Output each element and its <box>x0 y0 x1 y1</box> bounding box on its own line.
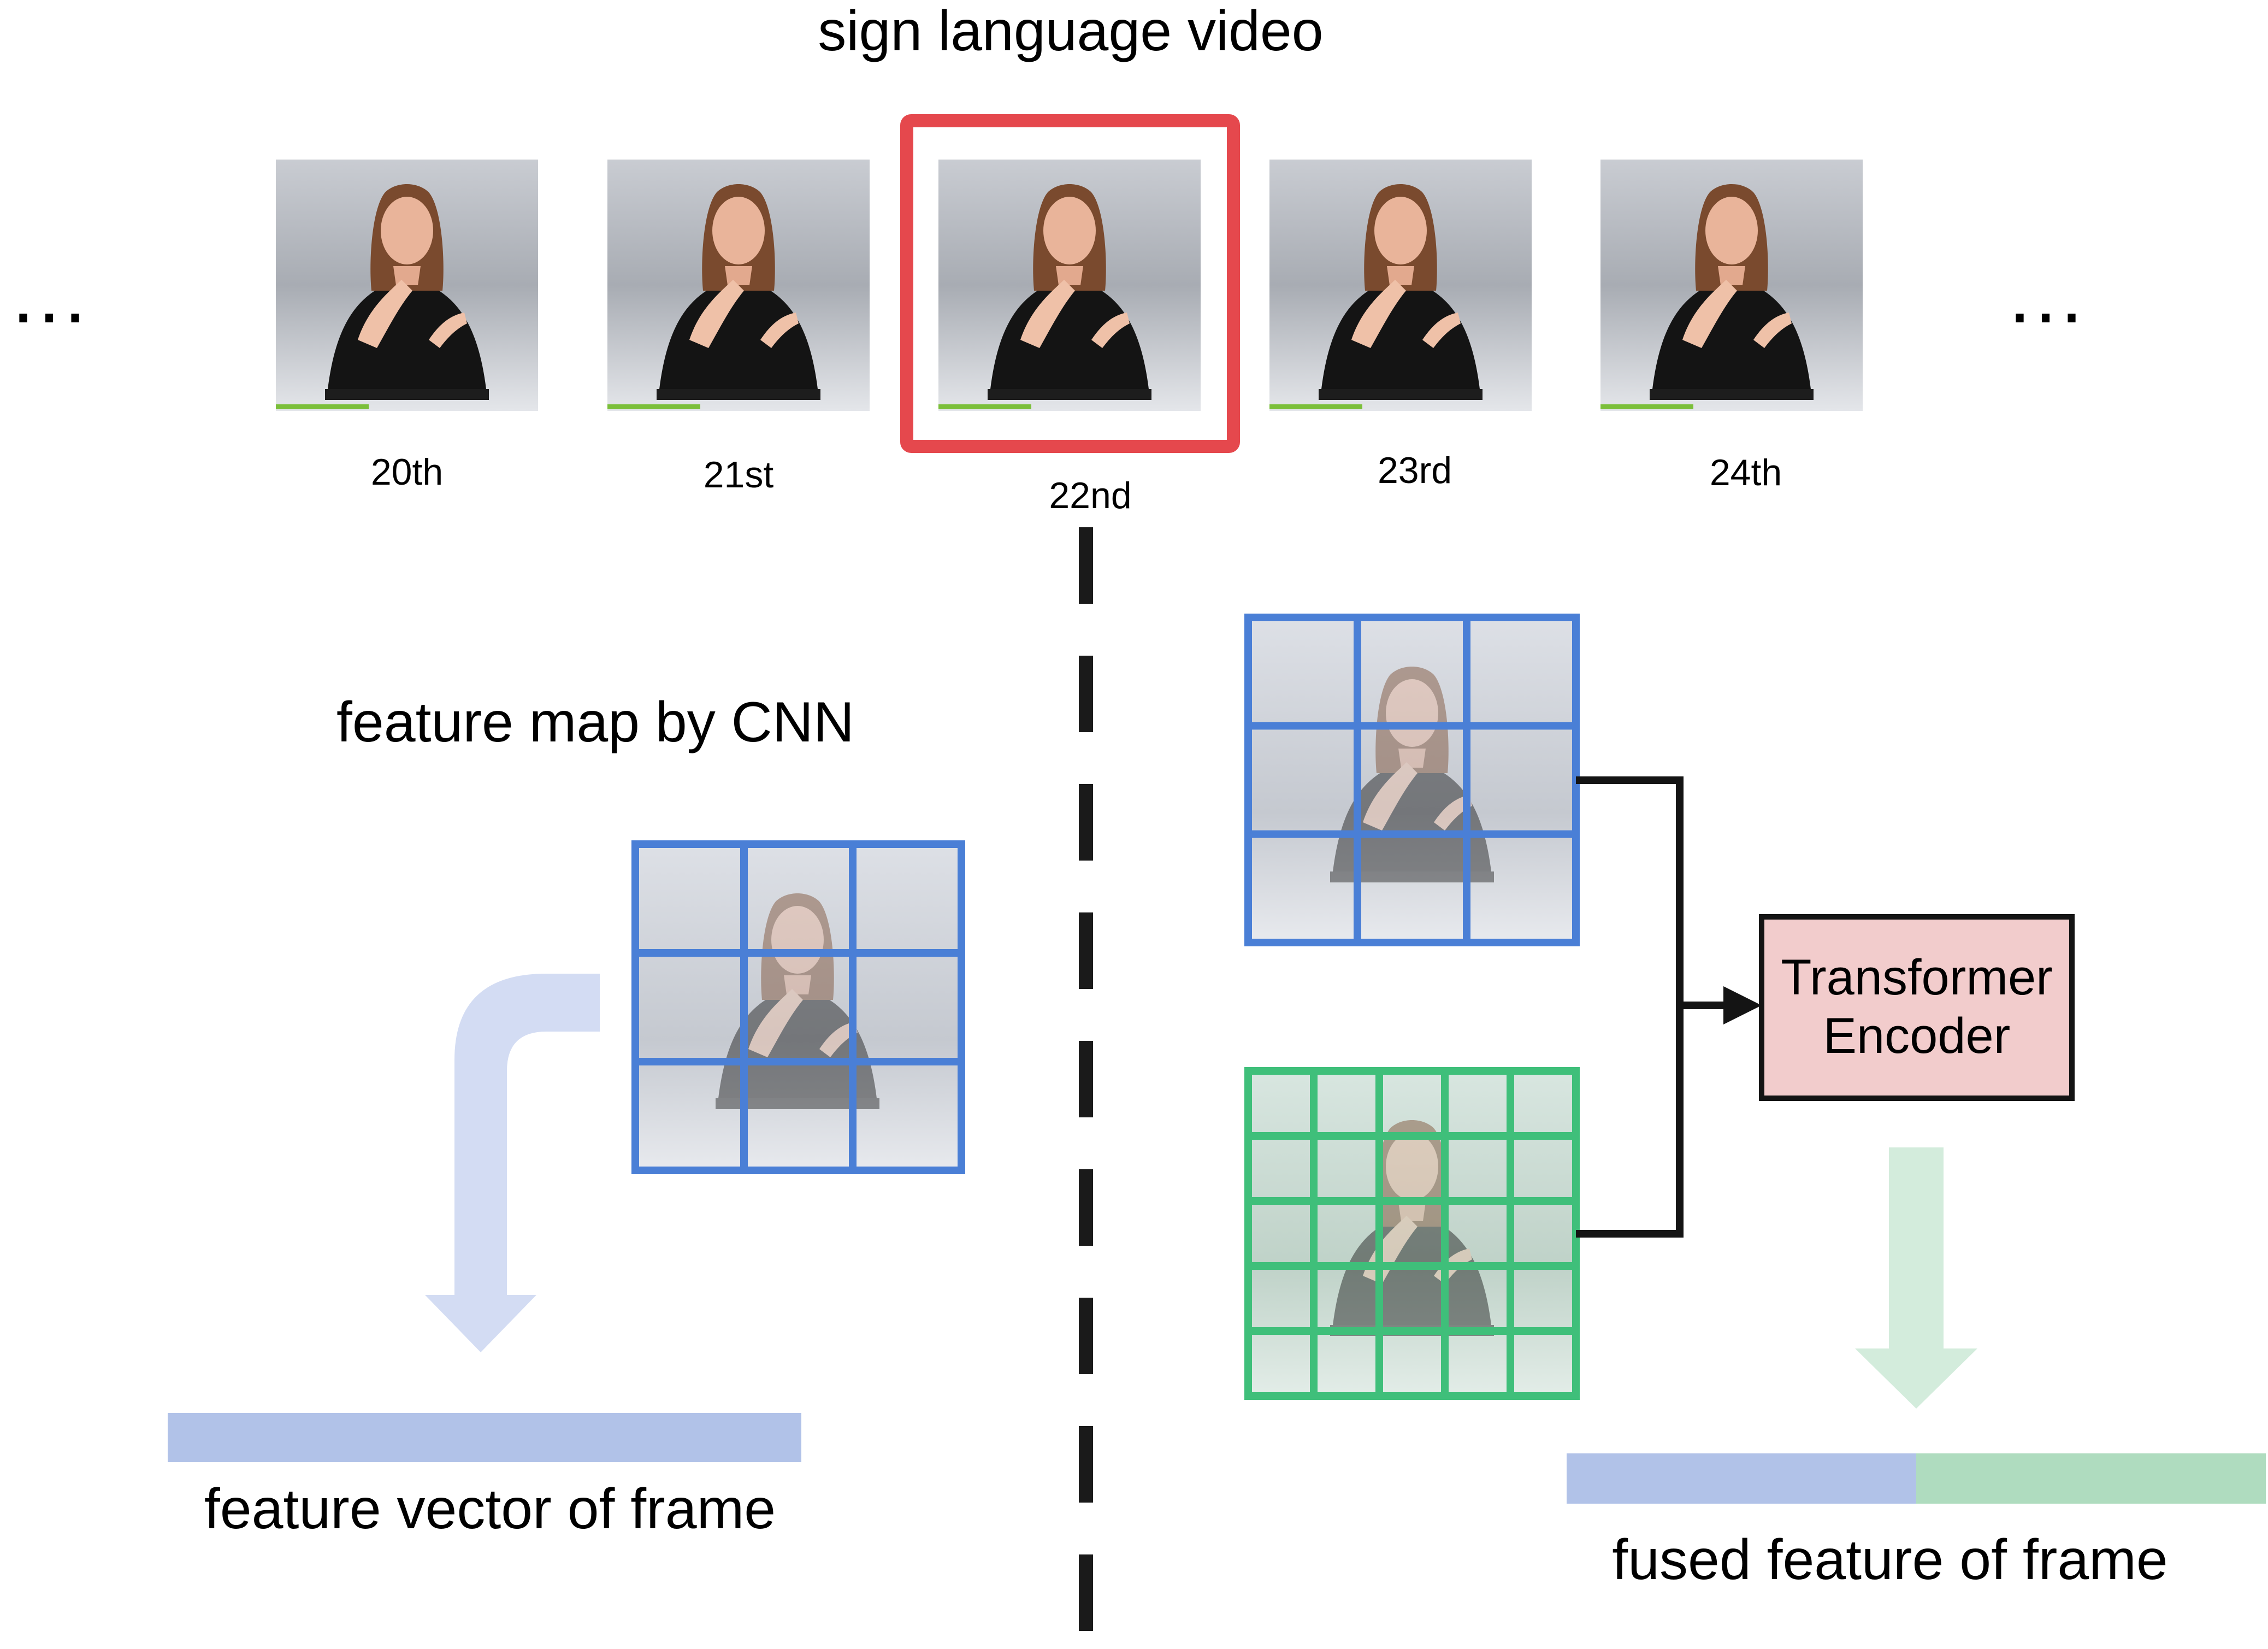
highlight-box <box>900 114 1240 453</box>
video-frame-20th: 20th <box>276 160 538 493</box>
video-frame-23rd: 23rd <box>1269 160 1532 491</box>
connector-lines <box>1576 776 1726 1238</box>
frame-label: 20th <box>371 451 443 493</box>
encoder-label-line2: Encoder <box>1823 1008 2011 1064</box>
video-frame-21st: 21st <box>607 160 870 496</box>
feature-vector-bar <box>168 1413 801 1462</box>
right-green-feature-map <box>1244 1067 1580 1400</box>
right-blue-feature-map <box>1244 614 1580 946</box>
transformer-encoder: Transformer Encoder <box>1759 914 2075 1101</box>
left-arrow <box>425 974 600 1352</box>
fused-bar-green <box>1916 1453 2266 1504</box>
ellipsis-right: … <box>2005 248 2087 340</box>
left-grid-border <box>631 840 965 1174</box>
diagram-title: sign language video <box>818 0 1323 63</box>
frame-label: 21st <box>704 454 774 496</box>
video-frame-22nd: 22nd <box>900 114 1240 516</box>
right-arrow <box>1855 1147 1977 1409</box>
left-feature-map <box>631 840 965 1174</box>
fused-feature-label: fused feature of frame <box>1612 1528 2167 1592</box>
frame-label: 22nd <box>1049 475 1131 516</box>
connector-arrowhead <box>1723 986 1762 1024</box>
video-frame-24th: 24th <box>1600 160 1863 493</box>
ellipsis-left: … <box>8 248 90 340</box>
feature-vector-label: feature vector of frame <box>204 1477 776 1541</box>
feature-map-heading: feature map by CNN <box>336 691 854 754</box>
encoder-label-line1: Transformer <box>1781 950 2053 1005</box>
fused-bar-blue <box>1567 1453 1916 1504</box>
frame-label: 24th <box>1710 452 1782 493</box>
frame-label: 23rd <box>1378 450 1452 491</box>
